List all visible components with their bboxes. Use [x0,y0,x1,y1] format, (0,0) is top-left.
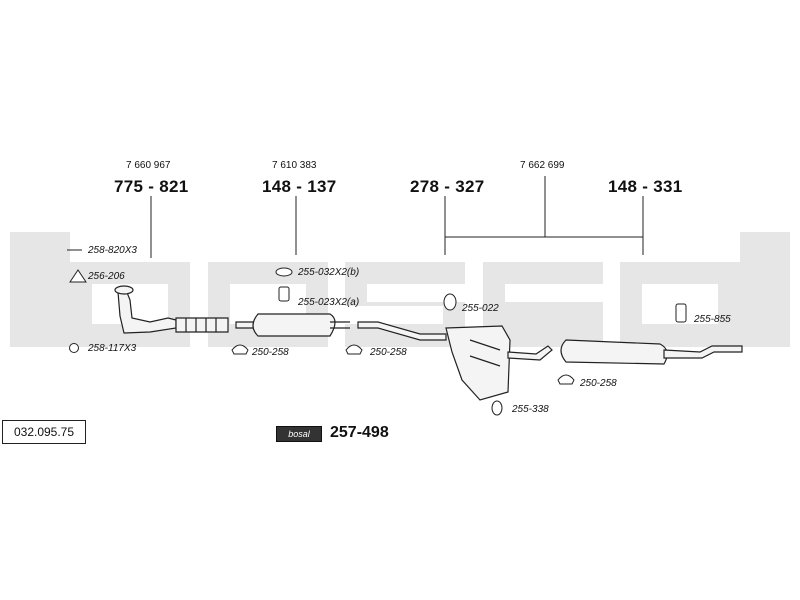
accessory-icons [69,267,687,416]
accessory-label-7[interactable]: 250-258 [370,347,407,358]
bosal-logo-badge: bosal [276,426,322,442]
part-number-3-right[interactable]: 148 - 331 [608,177,683,196]
mounting-kit-number[interactable]: 257-498 [330,424,389,441]
oe-number-3: 7 662 699 [520,160,565,171]
rubber-ring-icon [443,293,457,311]
bracket-icon [675,303,687,323]
accessory-label-8[interactable]: 250-258 [580,378,617,389]
accessory-label-3[interactable]: 258-117X3 [88,343,137,354]
center-silencer-part [357,321,553,401]
front-silencer-part [235,313,350,337]
front-pipe-part [114,285,229,334]
accessory-label-6[interactable]: 255-023X2(a) [298,297,360,308]
part-number-2[interactable]: 148 - 137 [262,177,337,196]
accessory-label-12[interactable]: 255-855 [694,314,731,325]
rear-silencer-part [560,339,743,365]
rubber-mount-a-icon [278,286,290,302]
accessory-label-1[interactable]: 258-820X3 [88,245,137,256]
clamp-icon [231,344,249,355]
leader-lines [67,176,644,258]
oe-number-1: 7 660 967 [126,160,171,171]
accessory-label-2[interactable]: 256-206 [88,271,125,282]
part-number-3-left[interactable]: 278 - 327 [410,177,485,196]
rubber-mount-b-icon [275,267,293,277]
reference-number-box: 032.095.75 [2,420,86,444]
part-number-1[interactable]: 775 - 821 [114,177,189,196]
accessory-label-9[interactable]: 255-022 [462,303,499,314]
accessory-label-4[interactable]: 250-258 [252,347,289,358]
oe-number-2: 7 610 383 [272,160,317,171]
clamp-icon [345,344,363,355]
accessory-label-5[interactable]: 255-032X2(b) [298,267,360,278]
triangle-gasket-icon [69,269,87,283]
hanger-ring-icon [491,400,503,416]
clamp-icon [557,374,575,385]
accessory-label-10[interactable]: 255-338 [512,404,549,415]
ring-nut-icon [69,343,79,353]
